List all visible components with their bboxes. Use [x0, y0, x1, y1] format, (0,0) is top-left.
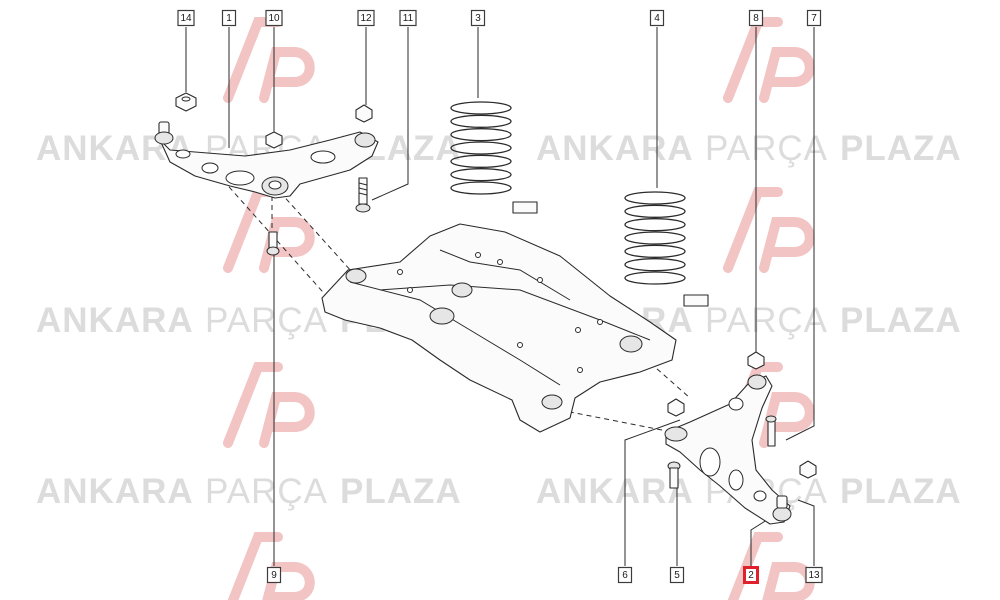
logo-watermark-icon	[227, 532, 315, 600]
callout-3: 3	[470, 9, 486, 27]
callout-number: 10	[268, 13, 280, 24]
callout-number: 8	[753, 13, 759, 24]
bolt-11	[355, 177, 371, 213]
leader-lines	[185, 27, 815, 566]
nut-12	[355, 104, 373, 123]
logo-watermark-icon	[223, 362, 315, 448]
logo-watermark-icon	[723, 17, 815, 103]
watermark-word-ankara: ANKARA	[36, 301, 194, 340]
callout-number: 2	[748, 570, 754, 581]
watermark-word-plaza: PLAZA	[840, 129, 962, 168]
watermark-word-parca: PARÇA	[705, 129, 828, 168]
callout-number: 9	[271, 570, 277, 581]
ball-joint-right	[772, 495, 792, 522]
spring-pad-3	[512, 201, 538, 214]
bolt-7	[765, 415, 777, 447]
watermark-word-ankara: ANKARA	[536, 472, 694, 511]
callout-14: 14	[177, 9, 195, 27]
control-arm-left	[159, 131, 379, 199]
callout-number: 13	[808, 570, 820, 581]
bolt-5	[667, 461, 681, 489]
callout-8: 8	[748, 9, 764, 27]
coil-spring-3	[450, 101, 512, 195]
nut-14	[175, 92, 197, 112]
callout-number: 4	[654, 13, 660, 24]
nut-8	[747, 351, 765, 370]
bolt-9	[266, 231, 280, 256]
watermark-word-parca: PARÇA	[205, 472, 328, 511]
callout-number: 14	[180, 13, 192, 24]
callout-number: 6	[622, 570, 628, 581]
callout-6: 6	[617, 566, 633, 584]
callout-5: 5	[669, 566, 685, 584]
assembly-line	[279, 191, 353, 273]
callout-number: 7	[811, 13, 817, 24]
watermark-word-plaza: PLAZA	[840, 301, 962, 340]
callout-13: 13	[805, 566, 823, 584]
watermark-word-parca: PARÇA	[205, 301, 328, 340]
callout-11: 11	[399, 9, 417, 27]
callout-1: 1	[221, 9, 237, 27]
assembly-line	[559, 409, 673, 433]
watermark-word-plaza: PLAZA	[340, 472, 462, 511]
logo-watermark-icon	[727, 532, 815, 600]
nut-13	[799, 460, 817, 479]
spring-pad-4	[683, 294, 709, 307]
callout-12: 12	[357, 9, 375, 27]
callout-9: 9	[266, 566, 282, 584]
callout-number: 11	[403, 13, 414, 24]
callout-10: 10	[265, 9, 283, 27]
watermark-word-ankara: ANKARA	[536, 129, 694, 168]
callout-labels: 14 1 10 12 11 3 4 8 7 9 6 5 2 13	[177, 9, 823, 584]
callout-number: 1	[226, 13, 232, 24]
logo-watermark-icon	[723, 187, 815, 273]
callout-number: 3	[475, 13, 481, 24]
subframe	[321, 223, 677, 433]
nut-6	[667, 398, 685, 417]
callout-number: 12	[360, 13, 372, 24]
coil-spring-4	[624, 191, 686, 285]
callout-7: 7	[806, 9, 822, 27]
watermark-word-ankara: ANKARA	[36, 472, 194, 511]
ball-joint-left	[154, 121, 174, 145]
logo-watermark-icon	[223, 17, 315, 103]
logo-watermark-icon	[223, 187, 315, 273]
callout-number: 5	[674, 570, 680, 581]
callout-4: 4	[649, 9, 665, 27]
watermark-word-plaza: PLAZA	[840, 472, 962, 511]
nut-10	[265, 131, 283, 149]
callout-2: 2	[743, 566, 759, 584]
watermark-word-parca: PARÇA	[705, 301, 828, 340]
control-arm-right	[664, 374, 791, 525]
